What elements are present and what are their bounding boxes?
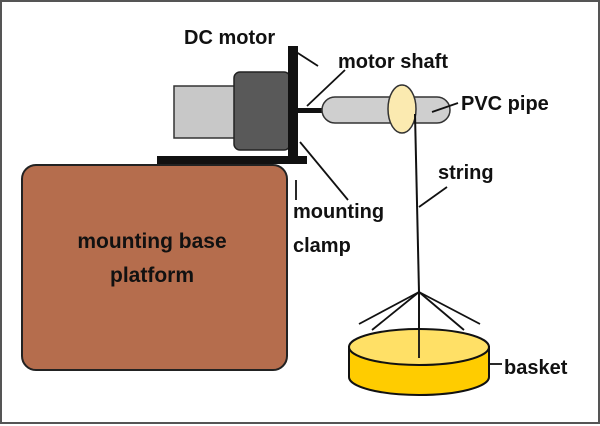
mounting-clamp-vertical [288,46,298,164]
mounting-clamp-foot [157,156,307,164]
base-label-line2: platform [110,264,194,287]
basket [348,292,490,396]
mounting-base-platform [21,164,288,371]
base-label-line1: mounting base [77,230,226,253]
motor-body [173,85,237,139]
motor-cap [233,71,291,151]
label-mounting-clamp-line1: mounting [293,201,384,223]
label-pvc-pipe: PVC pipe [461,93,549,115]
label-mounting-clamp-line2: clamp [293,235,351,257]
label-motor-shaft: motor shaft [338,51,448,73]
pulley-disc [387,84,417,134]
string-line [414,113,420,293]
label-basket: basket [504,357,568,379]
label-string: string [438,162,494,184]
label-dc-motor: DC motor [184,27,275,49]
leader-lines [289,47,502,365]
motor-shaft [298,108,326,113]
pvc-pipe [321,96,451,124]
